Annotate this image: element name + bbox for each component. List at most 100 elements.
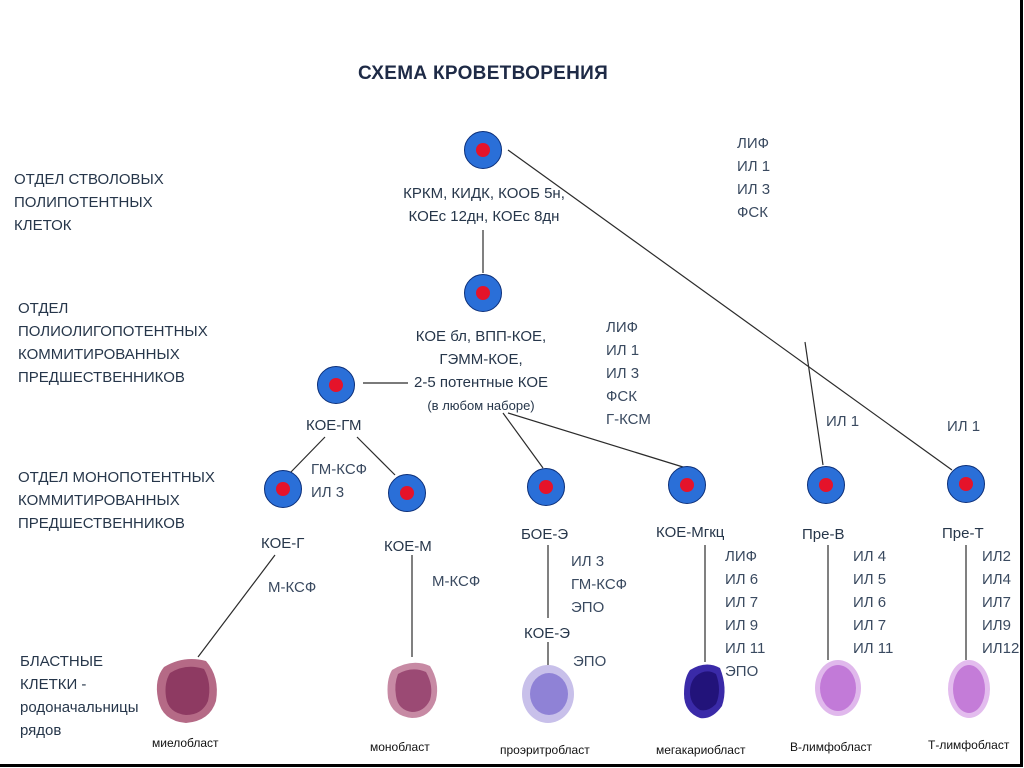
cell-nucleus (959, 477, 973, 491)
cell-nucleus (476, 143, 490, 157)
poly-description-line: КОЕ бл, ВПП-КОЕ, (415, 328, 547, 345)
factor: ИЛ 3 (606, 365, 640, 382)
cell-koe-g (264, 470, 302, 508)
cell-nucleus (276, 482, 290, 496)
cell-koe-mgkc (668, 466, 706, 504)
section-polyoligo: ОТДЕЛ ПОЛИОЛИГОПОТЕНТНЫХ КОММИТИРОВАННЫХ… (18, 297, 208, 389)
caption-proerythroblast: проэритробласт (500, 743, 590, 757)
section-stem-line: КЛЕТОК (14, 217, 72, 234)
cell-nucleus (680, 478, 694, 492)
section-mono-line: КОММИТИРОВАННЫХ (18, 492, 180, 509)
factor: ИЛ 6 (853, 594, 887, 611)
factors-t-cells: ИЛ2 ИЛ4 ИЛ7 ИЛ9 ИЛ12 (982, 545, 1019, 660)
factor: ИЛ2 (982, 548, 1011, 565)
section-poly-line: ОТДЕЛ (18, 300, 69, 317)
caption-myeloblast: миелобласт (152, 736, 219, 750)
factor: ИЛ7 (982, 594, 1011, 611)
section-poly-line: ПРЕДШЕСТВЕННИКОВ (18, 369, 185, 386)
factor: ФСК (737, 204, 768, 221)
factor-lymph-b: ИЛ 1 (826, 413, 860, 430)
factor-m-mksf: М-КСФ (432, 573, 481, 590)
factor: ЛИФ (725, 548, 758, 565)
factor: ИЛ 11 (853, 640, 894, 657)
poly-description: КОЕ бл, ВПП-КОЕ, ГЭММ-КОЕ, 2-5 потентные… (404, 325, 558, 417)
factors-b-cells: ИЛ 4 ИЛ 5 ИЛ 6 ИЛ 7 ИЛ 11 (853, 545, 893, 660)
factors-erythro: ИЛ 3 ГМ-КСФ ЭПО (571, 550, 627, 619)
line-poly-to-mega (507, 412, 684, 468)
factor-g-mksf: М-КСФ (268, 579, 317, 596)
factor: ИЛ 3 (311, 484, 345, 501)
myeloblast-image (156, 659, 217, 723)
section-stem-line: ПОЛИПОТЕНТНЫХ (14, 194, 153, 211)
cell-nucleus (329, 378, 343, 392)
factor: ИЛ 4 (853, 548, 887, 565)
section-poly-line: КОММИТИРОВАННЫХ (18, 346, 180, 363)
cell-nucleus (476, 286, 490, 300)
factor: ЭПО (571, 599, 605, 616)
caption-t-lymphoblast: Т-лимфобласт (928, 738, 1010, 752)
section-blast: БЛАСТНЫЕ КЛЕТКИ - родоначальницы рядов (20, 650, 139, 742)
label-pre-t: Пре-Т (942, 525, 984, 542)
line-stem-to-tlymph (507, 149, 953, 471)
cell-nucleus (539, 480, 553, 494)
line-g-to-myeloblast (197, 554, 276, 658)
poly-description-line: ГЭММ-КОЕ, (439, 351, 523, 368)
caption-megakaryoblast: мегакариобласт (656, 743, 746, 757)
proerythroblast-image (522, 665, 574, 723)
label-koe-m: КОЕ-М (384, 538, 432, 555)
factor: ЛИФ (606, 319, 639, 336)
poly-description-line: (в любом наборе) (427, 398, 535, 413)
section-blast-line: КЛЕТКИ - (20, 676, 87, 693)
factor: ИЛ12 (982, 640, 1020, 657)
cell-pre-b (807, 466, 845, 504)
factor: ИЛ 6 (725, 571, 759, 588)
factor-lymph-t: ИЛ 1 (947, 418, 981, 435)
factor: ИЛ 3 (571, 553, 605, 570)
factors-stem: ЛИФ ИЛ 1 ИЛ 3 ФСК (737, 132, 770, 224)
label-koe-e: КОЕ-Э (524, 625, 571, 642)
line-branch-to-preb (804, 341, 824, 466)
page-title: СХЕМА КРОВЕТВОРЕНИЯ (358, 63, 609, 84)
factor: ИЛ 7 (853, 617, 887, 634)
factor: Г-КСМ (606, 411, 651, 428)
cell-pre-t (947, 465, 985, 503)
factors-gm: ГМ-КСФ ИЛ 3 (311, 458, 367, 504)
label-pre-b: Пре-В (802, 526, 845, 543)
stem-description-line: КОЕс 12дн, КОЕс 8дн (408, 208, 560, 225)
label-koe-g: КОЕ-Г (261, 535, 305, 552)
line-poly-to-erythro (502, 412, 544, 469)
factor: ИЛ 5 (853, 571, 887, 588)
stem-description: КРКМ, КИДК, КООБ 5н, КОЕс 12дн, КОЕс 8дн (392, 182, 576, 228)
caption-b-lymphoblast: В-лимфобласт (790, 740, 873, 754)
factor: ИЛ 3 (737, 181, 771, 198)
section-mono-line: ОТДЕЛ МОНОПОТЕНТНЫХ (18, 469, 215, 486)
cell-koe-m (388, 474, 426, 512)
factor: ИЛ 9 (725, 617, 759, 634)
cell-nucleus (400, 486, 414, 500)
section-mono: ОТДЕЛ МОНОПОТЕНТНЫХ КОММИТИРОВАННЫХ ПРЕД… (18, 466, 215, 535)
section-poly-line: ПОЛИОЛИГОПОТЕНТНЫХ (18, 323, 208, 340)
stem-description-line: КРКМ, КИДК, КООБ 5н, (403, 185, 565, 202)
factors-mega: ЛИФ ИЛ 6 ИЛ 7 ИЛ 9 ИЛ 11 ЭПО (725, 545, 765, 683)
section-mono-line: ПРЕДШЕСТВЕННИКОВ (18, 515, 185, 532)
cell-nucleus (819, 478, 833, 492)
cell-polyoligo (464, 274, 502, 312)
cell-stem (464, 131, 502, 169)
factor: ГМ-КСФ (311, 461, 368, 478)
factor: ЛИФ (737, 135, 770, 152)
factor: ИЛ 1 (606, 342, 640, 359)
factor: ИЛ 1 (737, 158, 771, 175)
factors-poly: ЛИФ ИЛ 1 ИЛ 3 ФСК Г-КСМ (606, 316, 651, 431)
section-blast-line: рядов (20, 722, 62, 739)
section-blast-line: родоначальницы (20, 699, 139, 716)
line-gm-to-m (356, 436, 396, 476)
caption-monoblast: монобласт (370, 740, 430, 754)
poly-description-line: 2-5 потентные КОЕ (414, 374, 548, 391)
factor: ИЛ 11 (725, 640, 766, 657)
factor: ГМ-КСФ (571, 576, 628, 593)
section-stem: ОТДЕЛ СТВОЛОВЫХ ПОЛИПОТЕНТНЫХ КЛЕТОК (14, 168, 164, 237)
t-lymphoblast-image (948, 660, 990, 718)
